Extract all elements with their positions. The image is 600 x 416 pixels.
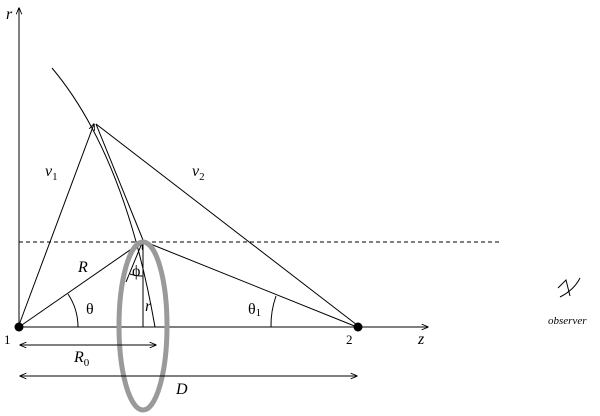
wavefront-arc [51, 67, 156, 328]
theta1-arc [270, 295, 277, 328]
v2-line [95, 123, 358, 326]
phi-arc [129, 273, 144, 277]
v1-arrow [18, 124, 94, 326]
line-to-2 [142, 240, 358, 328]
observer-label: observer [548, 315, 587, 327]
r-axis-label: r [6, 6, 13, 23]
phi-arrow [125, 243, 142, 283]
arc-chord-line [95, 123, 144, 241]
theta-label: θ [86, 301, 94, 318]
z-axis-label: z [417, 331, 425, 348]
v1-label: v1 [45, 163, 58, 183]
theta1-label: θ1 [248, 301, 261, 319]
R-label: R [77, 259, 88, 276]
point-2 [353, 322, 363, 332]
phi-label: ϕ [132, 263, 140, 280]
R-line [18, 240, 144, 328]
point-1 [14, 322, 24, 332]
theta-arc [67, 293, 79, 328]
R0-label: R0 [73, 349, 90, 369]
v2-label: v2 [192, 163, 205, 183]
ring-ellipse [116, 239, 170, 413]
observer-icon [557, 277, 581, 298]
point-1-label: 1 [4, 332, 11, 347]
point-2-label: 2 [346, 332, 353, 347]
r-inner-label: r [145, 298, 152, 315]
D-label: D [175, 381, 188, 398]
